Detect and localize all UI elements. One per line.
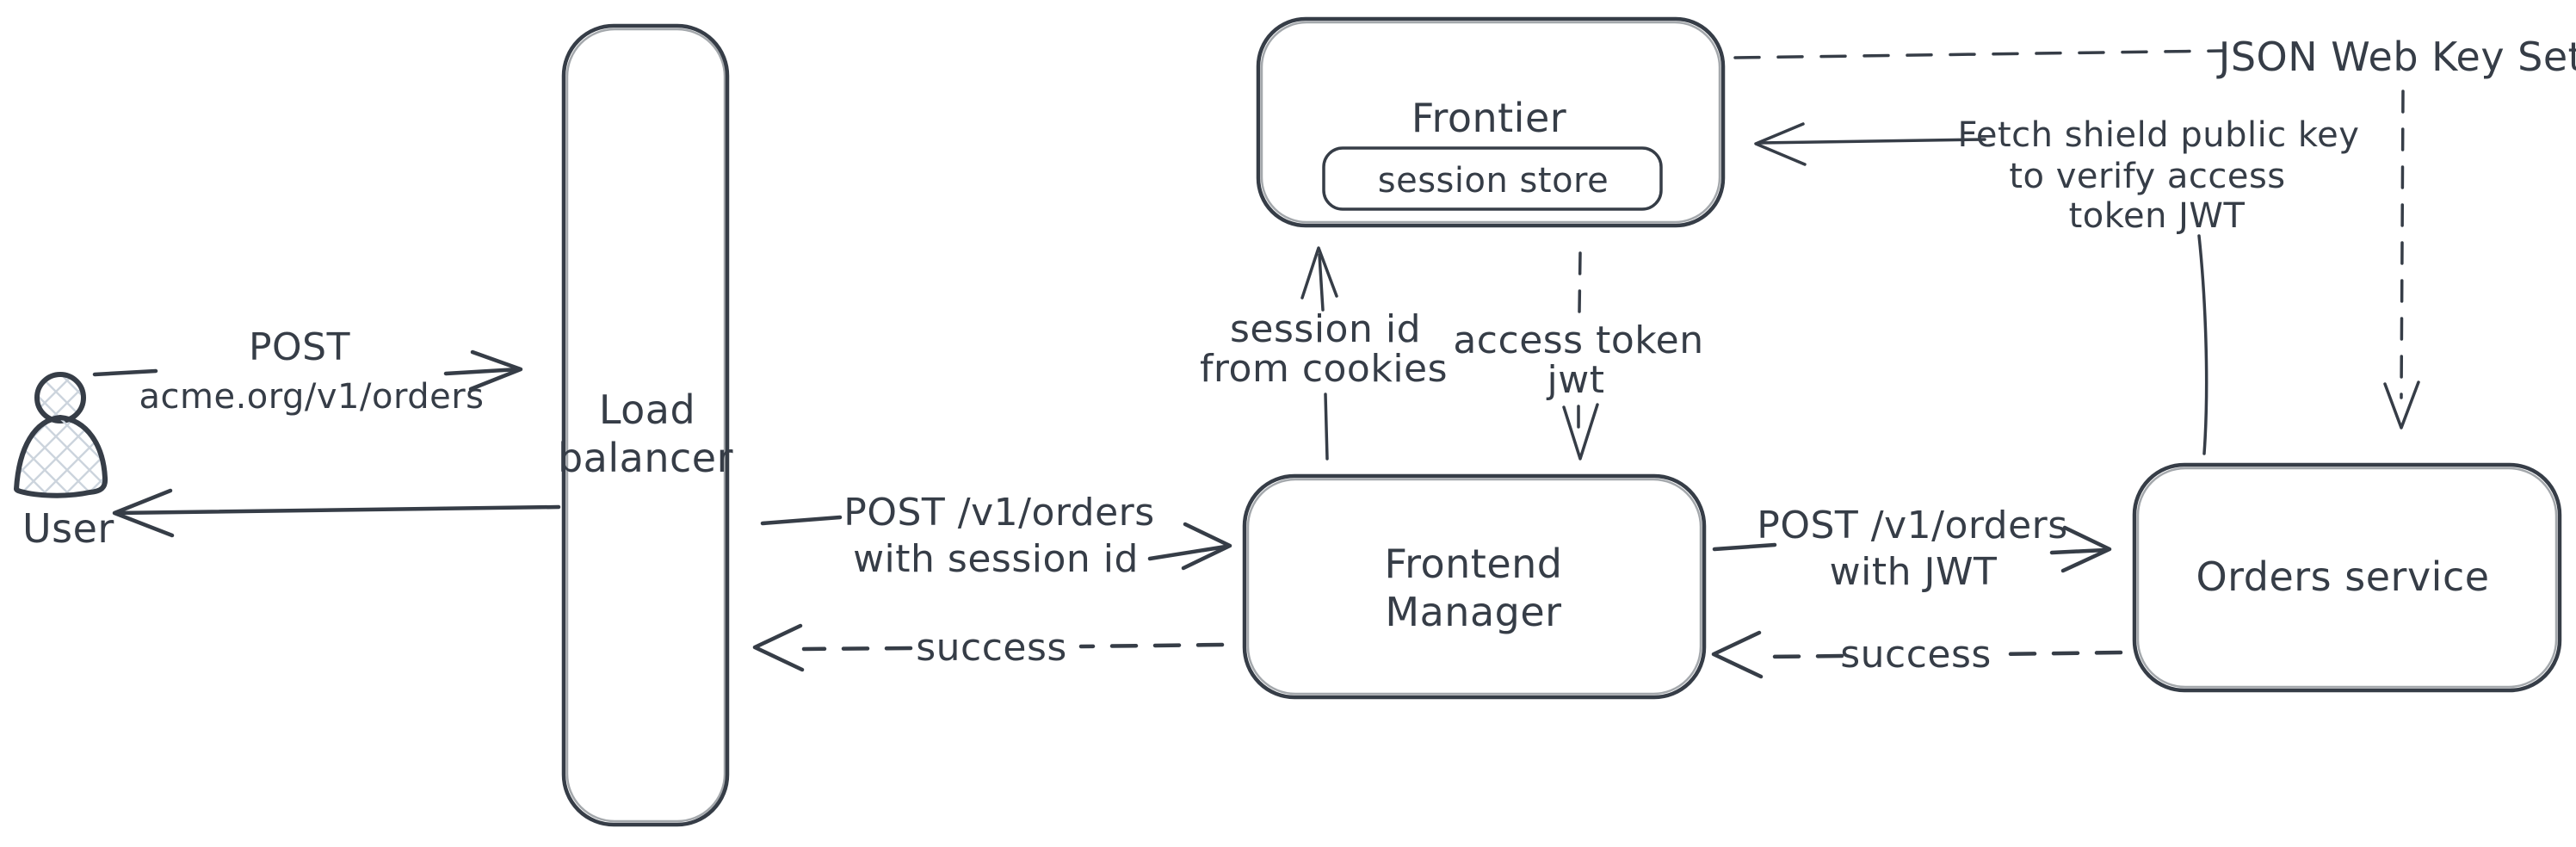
edge-lb-to-fm-line [1147, 544, 1228, 561]
edge-fm-to-lb-dash-right [1078, 642, 1225, 649]
user-head-icon [34, 372, 86, 424]
edge-frontend-manager-to-load-balancer: success [752, 623, 1225, 672]
frontend-manager-node: Frontend Manager [1242, 473, 1707, 700]
edge-load-balancer-to-user-arrowhead [112, 488, 175, 538]
user-node: User [14, 372, 114, 552]
edge-orders-to-fm-dash-left [1764, 653, 1844, 659]
edge-load-balancer-to-frontend-manager: POST /v1/orders with session id [760, 491, 1232, 581]
load-balancer-label-line1: Load [599, 386, 695, 433]
edge-fm-to-frontier-label-line2: from cookies [1200, 347, 1448, 391]
edge-orders-service-to-frontier: Fetch shield public key to verify access… [1754, 115, 2360, 455]
frontend-manager-box [1242, 473, 1707, 700]
edge-lb-to-fm-tail [760, 515, 843, 526]
edge-frontier-to-jwks-line [1733, 49, 2224, 59]
edge-orders-to-frontier-line [1757, 138, 1986, 145]
load-balancer-label-line2: balancer [558, 435, 733, 481]
frontier-node: Frontier session store [1256, 16, 1726, 228]
load-balancer-node: Load balancer [558, 23, 733, 827]
edge-orders-to-frontier-label-line3: token JWT [2069, 196, 2246, 236]
edge-fm-to-orders-label-line1: POST /v1/orders [1757, 504, 2067, 547]
edge-user-to-load-balancer-label-line2: acme.org/v1/orders [139, 377, 485, 417]
edge-orders-to-frontier-label-line1: Fetch shield public key [1958, 115, 2360, 155]
edge-load-balancer-to-user-line [113, 504, 561, 516]
edge-json-web-key-set-to-orders-service [2383, 90, 2420, 430]
edge-frontier-to-fm-arrowhead [1562, 403, 1599, 461]
edge-orders-to-fm-arrowhead [1711, 630, 1764, 679]
edge-orders-to-frontier-arrowhead [1754, 122, 1807, 166]
edge-fm-to-orders-line [2049, 547, 2108, 555]
edge-fm-to-orders-tail [1712, 542, 1777, 552]
edge-fm-to-frontier-label-line1: session id [1230, 307, 1421, 351]
load-balancer-box [561, 23, 730, 827]
edge-frontier-to-frontend-manager: access token jwt [1453, 251, 1703, 461]
frontier-box-rough [1260, 21, 1721, 224]
edge-jwks-to-orders-arrowhead [2383, 380, 2420, 430]
edge-frontier-to-json-web-key-set [1733, 49, 2224, 59]
edge-fm-to-orders-arrowhead [2060, 525, 2112, 573]
edge-fm-to-frontier-line-lower [1324, 393, 1329, 461]
user-body-icon [14, 415, 108, 498]
edge-fm-to-lb-arrowhead [752, 623, 805, 672]
frontier-label: Frontier [1412, 95, 1566, 141]
edge-frontend-manager-to-frontier: session id from cookies [1200, 246, 1448, 461]
edge-lb-to-fm-arrowhead [1181, 522, 1232, 571]
edge-lb-to-fm-label-line1: POST /v1/orders [843, 491, 1154, 535]
edge-fm-to-frontier-arrowhead [1300, 246, 1338, 300]
edge-user-to-load-balancer-label-line1: POST [249, 325, 350, 369]
frontend-manager-label-line1: Frontend [1384, 541, 1562, 587]
json-web-key-set-node: JSON Web Key Set [2216, 34, 2576, 80]
load-balancer-box-rough [565, 28, 726, 823]
edge-orders-to-fm-label: success [1840, 633, 1992, 677]
orders-service-box [2132, 462, 2562, 693]
edge-orders-to-fm-dash-right [1996, 650, 2123, 657]
edge-user-to-load-balancer: POST acme.org/v1/orders [92, 325, 523, 417]
frontier-box [1256, 16, 1726, 228]
edge-fm-to-frontier-line-upper [1318, 253, 1325, 312]
edge-user-to-load-balancer-arrowhead [468, 349, 523, 392]
orders-service-node: Orders service [2132, 462, 2562, 693]
edge-user-to-load-balancer-line [443, 367, 521, 376]
edge-frontier-to-fm-label-line1: access token [1453, 318, 1703, 362]
edge-frontend-manager-to-orders-service: POST /v1/orders with JWT [1712, 504, 2112, 594]
edge-frontier-to-fm-dash-upper [1578, 251, 1582, 313]
edge-orders-to-frontier-label-line2: to verify access [2009, 157, 2285, 196]
edge-user-to-load-balancer-tail [92, 368, 158, 377]
frontend-manager-box-rough [1246, 478, 1702, 696]
edge-load-balancer-to-user [112, 488, 561, 538]
edge-fm-to-lb-dash-left [801, 646, 913, 652]
edge-frontier-to-fm-label-line2: jwt [1547, 358, 1605, 402]
edge-orders-service-to-frontend-manager: success [1711, 630, 2123, 679]
frontend-manager-label-line2: Manager [1385, 589, 1561, 635]
json-web-key-set-label: JSON Web Key Set [2216, 34, 2576, 80]
edge-lb-to-fm-label-line2: with session id [853, 537, 1139, 581]
user-label: User [22, 505, 114, 552]
edge-fm-to-lb-label: success [916, 626, 1067, 670]
edge-fm-to-orders-label-line2: with JWT [1830, 550, 1998, 594]
session-store-label: session store [1378, 161, 1609, 201]
orders-service-label: Orders service [2196, 553, 2489, 600]
edge-jwks-to-orders-line [2400, 90, 2405, 399]
edge-orders-to-frontier-tail-curve [2197, 234, 2208, 455]
orders-service-box-rough [2136, 467, 2558, 689]
session-store-box [1322, 146, 1663, 211]
